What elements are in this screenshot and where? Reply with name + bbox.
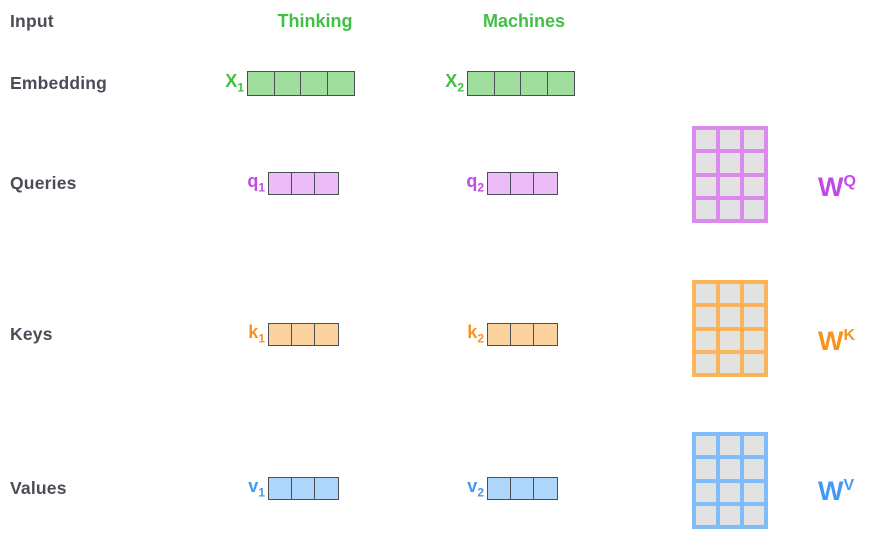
vector-cell [268, 171, 293, 195]
vector-v2-label: v2 [467, 476, 484, 500]
matrix-cell [696, 436, 716, 456]
matrix-cell [744, 436, 764, 456]
matrix-cell [744, 130, 764, 150]
word-machines: Machines [482, 11, 566, 31]
vector-cell [247, 70, 275, 96]
matrix-cell [720, 459, 740, 479]
matrix-cell [744, 199, 764, 219]
vector-v2-cells [487, 476, 558, 500]
vector-cell [533, 322, 558, 346]
row-label-embedding: Embedding [10, 73, 108, 93]
vector-cell [520, 70, 548, 96]
matrix-cell [744, 482, 764, 502]
vector-cell [268, 322, 293, 346]
vector-x1-label: X1 [225, 71, 244, 95]
vector-cell [533, 171, 558, 195]
matrix-cell [720, 505, 740, 525]
matrix-cell [696, 459, 716, 479]
vector-cell [300, 70, 328, 96]
vector-cell [546, 70, 575, 96]
vector-x2-label: X2 [445, 71, 464, 95]
matrix-wq [692, 126, 768, 223]
matrix-cell [696, 199, 716, 219]
matrix-cell [720, 482, 740, 502]
vector-q2-cells [487, 171, 558, 195]
matrix-cell [720, 436, 740, 456]
vector-cell [326, 70, 355, 96]
matrix-cell [720, 153, 740, 173]
vector-cell [510, 322, 535, 346]
vector-q2: q2 [440, 171, 558, 195]
matrix-cell [720, 353, 740, 373]
vector-cell [487, 322, 512, 346]
matrix-cell [744, 505, 764, 525]
vector-v1-cells [268, 476, 339, 500]
vector-cell [291, 476, 316, 500]
matrix-cell [744, 330, 764, 350]
row-label-queries: Queries [10, 173, 77, 193]
matrix-cell [720, 176, 740, 196]
vector-cell [268, 476, 293, 500]
vector-q1-label: q1 [247, 171, 265, 195]
vector-v1-label: v1 [248, 476, 265, 500]
vector-cell [273, 70, 302, 96]
vector-k2-label: k2 [467, 322, 484, 346]
matrix-cell [744, 284, 764, 304]
matrix-cell [696, 353, 716, 373]
matrix-cell [696, 307, 716, 327]
matrix-cell [696, 284, 716, 304]
matrix-cell [744, 153, 764, 173]
word-thinking: Thinking [277, 11, 353, 31]
row-label-keys: Keys [10, 324, 53, 344]
matrix-cell [696, 176, 716, 196]
matrix-cell [696, 482, 716, 502]
vector-v1: v1 [221, 476, 339, 500]
matrix-cell [720, 130, 740, 150]
matrix-cell [744, 176, 764, 196]
vector-k1-label: k1 [248, 322, 265, 346]
vector-x1-cells [247, 70, 355, 96]
vector-cell [487, 171, 512, 195]
vector-cell [467, 70, 495, 96]
vector-v2: v2 [440, 476, 558, 500]
vector-cell [314, 171, 339, 195]
vector-cell [314, 322, 339, 346]
matrix-cell [720, 330, 740, 350]
matrix-wk [692, 280, 768, 377]
vector-k1: k1 [221, 322, 339, 346]
matrix-cell [696, 153, 716, 173]
vector-k2-cells [487, 322, 558, 346]
matrix-cell [744, 307, 764, 327]
matrix-wv [692, 432, 768, 529]
matrix-cell [744, 459, 764, 479]
vector-x1: X1 [200, 70, 355, 96]
vector-q2-label: q2 [466, 171, 484, 195]
matrix-cell [696, 130, 716, 150]
vector-x2: X2 [420, 70, 575, 96]
matrix-wk-label: WK [818, 326, 856, 356]
vector-k2: k2 [440, 322, 558, 346]
matrix-cell [720, 199, 740, 219]
matrix-cell [720, 307, 740, 327]
matrix-cell [696, 505, 716, 525]
vector-k1-cells [268, 322, 339, 346]
vector-q1: q1 [221, 171, 339, 195]
matrix-wq-label: WQ [818, 172, 856, 202]
matrix-cell [744, 353, 764, 373]
matrix-cell [696, 330, 716, 350]
vector-cell [291, 171, 316, 195]
vector-q1-cells [268, 171, 339, 195]
vector-cell [510, 476, 535, 500]
vector-cell [533, 476, 558, 500]
matrix-wv-label: WV [818, 476, 855, 506]
row-label-values: Values [10, 478, 67, 498]
vector-cell [510, 171, 535, 195]
vector-x2-cells [467, 70, 575, 96]
vector-cell [314, 476, 339, 500]
vector-cell [487, 476, 512, 500]
row-label-input: Input [10, 11, 54, 31]
matrix-cell [720, 284, 740, 304]
vector-cell [291, 322, 316, 346]
vector-cell [493, 70, 522, 96]
